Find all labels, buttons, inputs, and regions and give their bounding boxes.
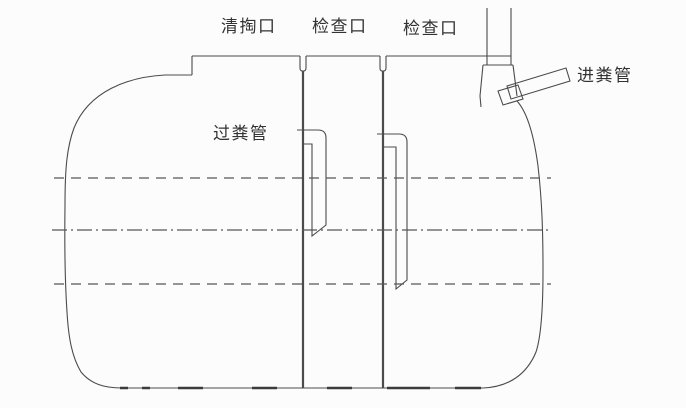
label-cleanout-port: 清掏口 [221,17,277,37]
transfer-pipe-1-shape [297,129,327,238]
tank-shell-outline [64,74,544,389]
inlet-riser-pipe [479,8,518,108]
label-inlet-pipe: 进粪管 [577,66,633,86]
label-inspection-port-left: 检查口 [312,17,368,37]
tank-top-deck [192,55,511,72]
transfer-pipe-2-shape [377,133,408,291]
label-transfer-pipe: 过粪管 [213,124,269,144]
inlet-pipe-shape [497,67,571,106]
label-inspection-port-right: 检查口 [403,19,459,39]
